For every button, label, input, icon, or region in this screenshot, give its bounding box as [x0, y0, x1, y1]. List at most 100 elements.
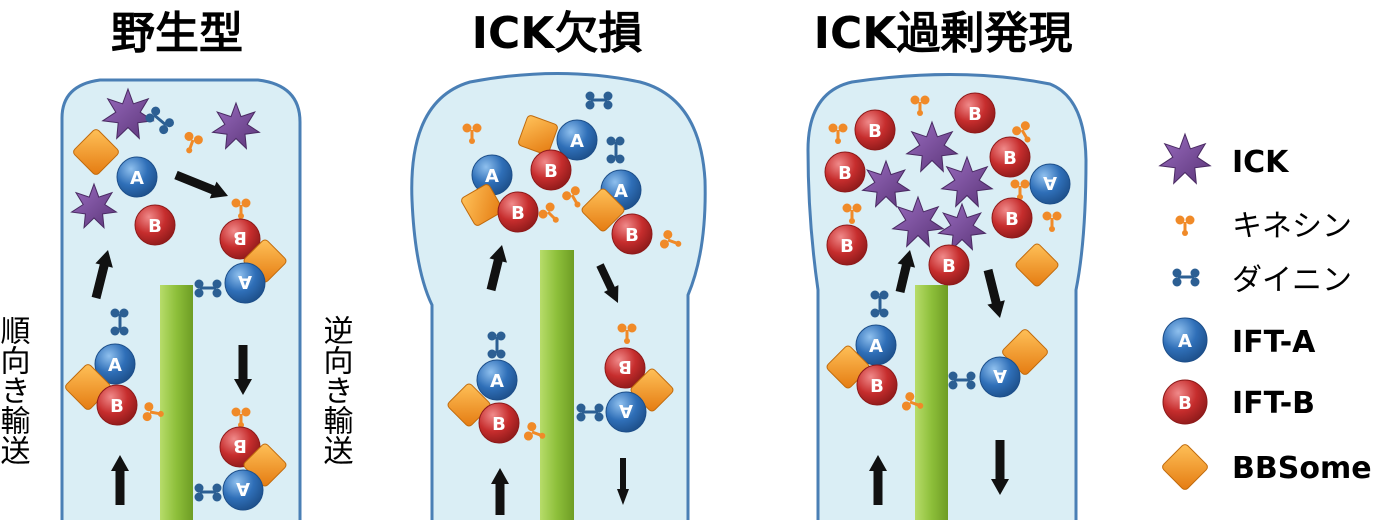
ift-b-ball: B — [497, 191, 539, 233]
bbsome-square — [461, 184, 503, 226]
legend-label-bbsome: BBSome — [1232, 451, 1372, 486]
ift-b-ball: B — [219, 218, 261, 260]
panel-title-wildtype: 野生型 — [111, 8, 243, 59]
bbsome-square — [581, 188, 625, 232]
ift-a-legend-icon: A — [1162, 317, 1208, 363]
ift-a-circle — [224, 262, 266, 304]
ift-a-circle — [222, 469, 264, 511]
kinesin-icon — [828, 123, 848, 144]
ift-a-letter: A — [108, 355, 122, 376]
ift-a-ball: A — [605, 391, 647, 433]
dynein-icon — [145, 106, 174, 135]
ift-b-circle — [824, 151, 866, 193]
ift-a-letter: A — [238, 271, 252, 292]
ift-a-letter: A — [614, 181, 628, 202]
ift-a-letter: A — [570, 131, 584, 152]
ift-a-letter: A — [130, 168, 144, 189]
ift-a-circle — [605, 391, 647, 433]
ift-b-circle — [826, 224, 868, 266]
bbsome-legend-icon — [1162, 444, 1208, 490]
ift-a-letter: A — [485, 166, 499, 187]
ift-a-ball: A — [94, 343, 136, 385]
kinesin-icon — [231, 198, 251, 219]
ift-b-legend-icon: B — [1162, 379, 1208, 425]
ift-a-circle — [979, 356, 1021, 398]
ift-a-ball: A — [471, 154, 513, 196]
ift-a-letter: A — [490, 371, 504, 392]
ick-star — [101, 87, 155, 140]
ift-b-letter: B — [233, 227, 247, 248]
kinesin-icon — [231, 407, 251, 428]
kinesin-icon — [659, 230, 682, 249]
ift-b-circle — [1162, 379, 1208, 425]
ift-b-ball: B — [96, 384, 138, 426]
ift-b-ball: B — [824, 151, 866, 193]
legend-label-dynein: ダイニン — [1232, 263, 1352, 298]
ift-b-ball: B — [856, 364, 898, 406]
ift-b-letter: B — [544, 161, 558, 182]
anterograde-transport-label: 順向き輸送 — [0, 315, 31, 465]
arrow-up — [869, 455, 887, 505]
kinesin-icon — [1010, 179, 1030, 200]
ift-a-circle — [116, 156, 158, 198]
ift-a-ball: A — [116, 156, 158, 198]
ift-b-letter: B — [1005, 209, 1019, 230]
retrograde-transport-label: 逆向き輸送 — [318, 315, 354, 465]
arrow-down — [617, 458, 629, 505]
dynein-legend-icon — [1172, 268, 1200, 287]
dynein-icon — [110, 308, 129, 336]
ift-b-circle — [530, 149, 572, 191]
ift-b-circle — [134, 204, 176, 246]
ick-star — [211, 101, 261, 150]
ift-a-circle — [1029, 163, 1071, 205]
kinesin-icon — [184, 131, 203, 154]
ift-a-letter: A — [869, 336, 883, 357]
arrow-down — [596, 263, 619, 304]
ift-b-letter: B — [110, 396, 124, 417]
ift-b-ball: B — [611, 213, 653, 255]
arrow-up — [486, 244, 507, 292]
ift-b-letter: B — [968, 104, 982, 125]
ift-a-ball: A — [556, 119, 598, 161]
legend-label-ift-a: IFT-A — [1232, 325, 1316, 360]
dynein-icon — [585, 91, 613, 110]
panel-title-ick-knockout: ICK欠損 — [472, 8, 643, 59]
ick-star-legend-icon — [1158, 132, 1212, 185]
ift-a-letter: A — [993, 365, 1007, 386]
ift-b-circle — [219, 218, 261, 260]
ift-a-ball: A — [1029, 163, 1071, 205]
ift-a-letter: A — [1178, 331, 1192, 352]
ift-b-ball: B — [530, 149, 572, 191]
legend: ICK キネシン ダイニン IFT-A IFT-B BBSome AB — [1158, 132, 1372, 490]
axoneme-wildtype — [160, 285, 193, 520]
ift-b-circle — [954, 92, 996, 134]
kinesin-icon — [910, 95, 930, 116]
ift-b-circle — [854, 109, 896, 151]
ift-b-circle — [989, 136, 1031, 178]
ick-star — [937, 202, 987, 251]
ift-b-letter: B — [148, 216, 162, 237]
ift-a-letter: A — [236, 478, 250, 499]
arrow-up — [491, 468, 509, 515]
axoneme-ick-overexpression — [915, 285, 948, 520]
legend-label-ift-b: IFT-B — [1232, 386, 1315, 421]
ift-b-letter: B — [492, 414, 506, 435]
dynein-icon — [487, 331, 506, 359]
kinesin-icon — [538, 202, 559, 223]
ift-a-circle — [94, 343, 136, 385]
ick-star — [905, 120, 959, 173]
kinesin-icon — [142, 402, 164, 422]
ift-b-ball: B — [134, 204, 176, 246]
bbsome-square — [518, 115, 558, 155]
ift-b-letter: B — [511, 203, 525, 224]
ift-b-circle — [478, 402, 520, 444]
kinesin-icon — [1042, 211, 1062, 232]
kinesin-icon — [523, 422, 546, 441]
ift-a-letter: A — [619, 400, 633, 421]
ift-b-circle — [611, 213, 653, 255]
kinesin-icon — [901, 392, 924, 411]
panel-title-ick-overexpression: ICK過剰発現 — [814, 8, 1073, 59]
ift-a-ball: A — [224, 262, 266, 304]
bbsome-square — [73, 129, 119, 175]
